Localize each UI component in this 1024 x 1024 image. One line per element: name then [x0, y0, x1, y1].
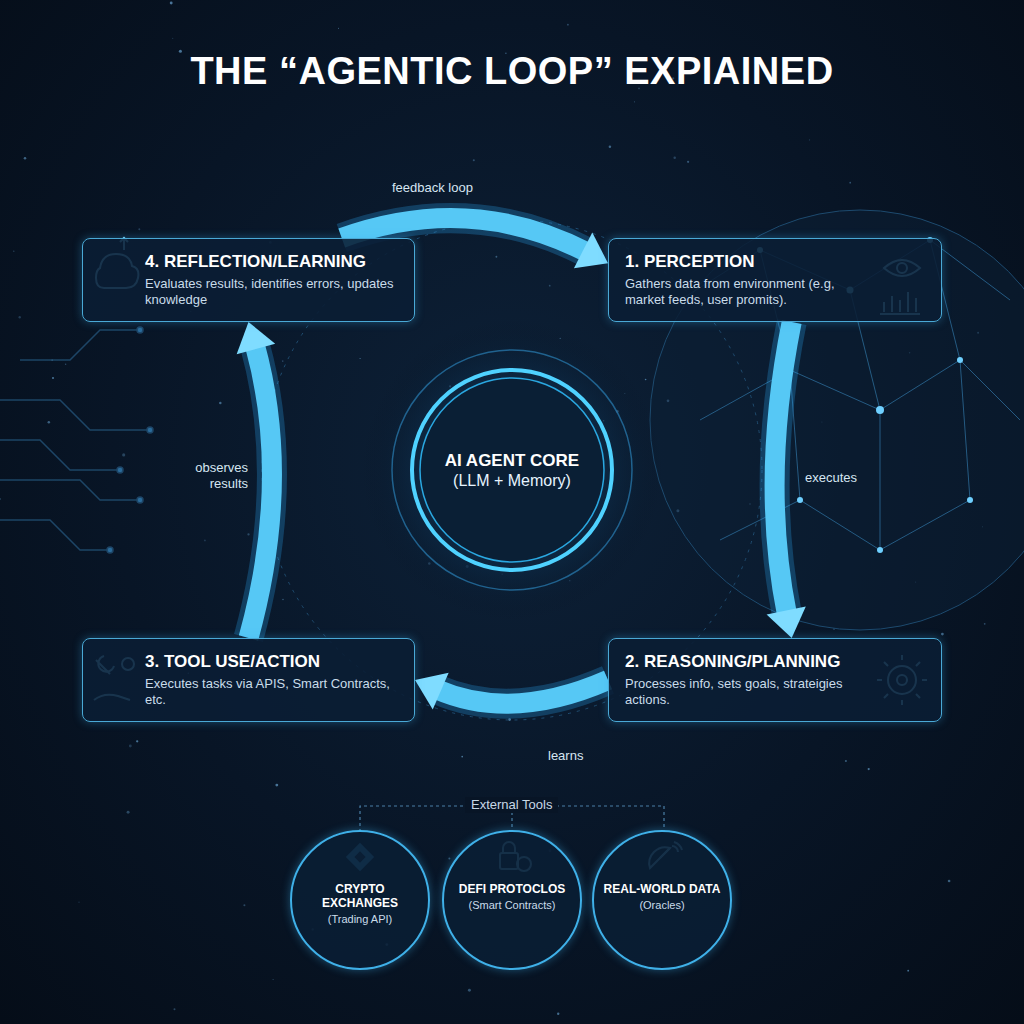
step-box: 1. PERCEPTION Gathers data from environme…	[608, 238, 942, 322]
node-heading: DEFI PROTOCLOS	[459, 882, 565, 896]
circuit-lines	[0, 327, 153, 553]
node-heading: 1. PERCEPTION	[625, 251, 869, 272]
node-body: Processes info, sets goals, strateigies …	[625, 676, 869, 708]
node-body: Executes tasks via APIS, Smart Contracts…	[145, 676, 402, 708]
node-body: Gathers data from environment (e.g, mark…	[625, 276, 869, 308]
diagram-title: THE “AGENTIC LOOP” EXPIAINED	[20, 50, 1004, 93]
step-box: 2. REASONING/PLANNING Processes info, set…	[608, 638, 942, 722]
node-heading: 3. TOOL USE/ACTION	[145, 651, 402, 672]
node-heading: 4. REFLECTION/LEARNING	[145, 251, 402, 272]
node-heading: AI AGENT CORE	[445, 450, 579, 471]
node-heading: REAL-WORLD DATA	[604, 882, 721, 896]
arrow-label: feedback loop	[392, 180, 473, 196]
loop-arrow	[415, 673, 608, 710]
step-box: 4. REFLECTION/LEARNING Evaluates results,…	[82, 238, 415, 322]
node-body: (Oracles)	[639, 898, 684, 912]
loop-arrow	[767, 322, 806, 638]
tool-circle: CRYPTO EXCHANGES (Trading API)	[290, 830, 430, 970]
node-body: (LLM + Memory)	[453, 471, 571, 491]
node-heading: 2. REASONING/PLANNING	[625, 651, 869, 672]
node-heading: CRYPTO EXCHANGES	[300, 882, 420, 910]
arrow-label: learns	[548, 748, 628, 764]
node-body: (Trading API)	[328, 912, 392, 926]
step-box: 3. TOOL USE/ACTION Executes tasks via API…	[82, 638, 415, 722]
node-body: (Smart Contracts)	[469, 898, 556, 912]
tool-circle: DEFI PROTOCLOS (Smart Contracts)	[442, 830, 582, 970]
core-circle: AI AGENT CORE(LLM + Memory)	[432, 390, 592, 550]
tool-circle: REAL-WORLD DATA (Oracles)	[592, 830, 732, 970]
group-label: External Tools	[465, 797, 558, 813]
arrow-label: executes	[805, 470, 895, 486]
arrow-label: observes results	[172, 460, 248, 492]
node-body: Evaluates results, identifies errors, up…	[145, 276, 402, 308]
